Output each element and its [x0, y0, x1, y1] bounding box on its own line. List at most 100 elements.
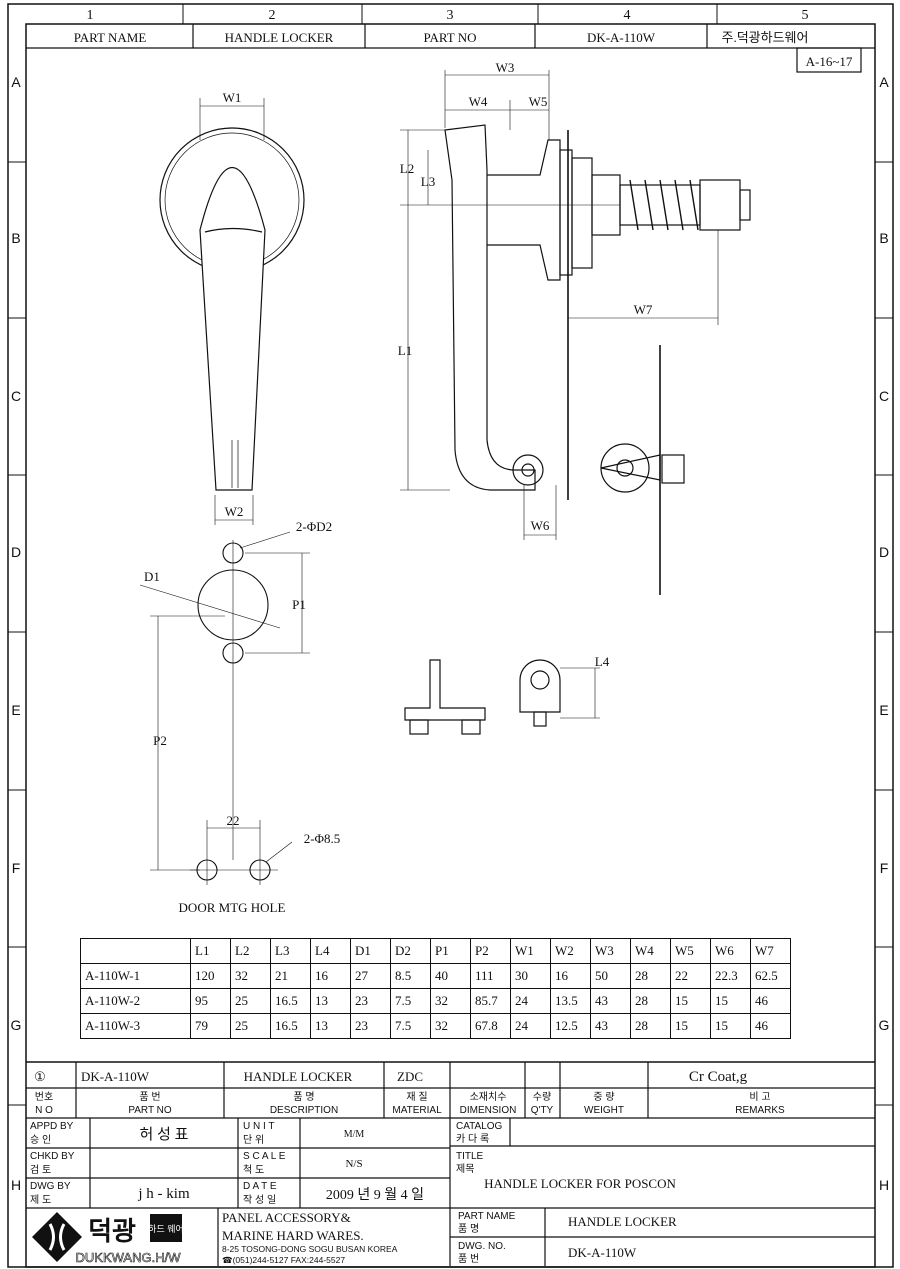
label-qty-en: Q'TY: [531, 1105, 554, 1116]
table-cell: 16: [550, 963, 591, 989]
table-cell: W2: [550, 938, 591, 964]
title-block: [26, 1061, 875, 1266]
table-cell: 28: [630, 963, 671, 989]
table-cell: W4: [630, 938, 671, 964]
label-catalog-en: CATALOG: [456, 1121, 503, 1132]
dim-hole-85: 2-Φ8.5: [304, 831, 341, 846]
label-weight-en: WEIGHT: [584, 1105, 624, 1116]
table-cell: 120: [190, 963, 231, 989]
table-cell: 95: [190, 988, 231, 1014]
col-1: 1: [87, 8, 94, 23]
dim-d1: D1: [144, 569, 160, 584]
label-scale-en: S C A L E: [243, 1151, 286, 1162]
row-d: D: [11, 544, 21, 560]
col-5: 5: [802, 8, 809, 23]
item-description: HANDLE LOCKER: [244, 1069, 353, 1084]
item-material: ZDC: [397, 1069, 423, 1084]
dim-w7: W7: [634, 302, 653, 317]
table-cell: 16.5: [270, 1013, 311, 1039]
table-cell: 12.5: [550, 1013, 591, 1039]
item-remarks: Cr Coat,g: [689, 1069, 748, 1085]
dim-p2: P2: [153, 733, 167, 748]
label-catalog-ko: 카 다 록: [456, 1133, 489, 1145]
row-h-right: H: [879, 1177, 889, 1193]
table-cell: 27: [350, 963, 391, 989]
table-cell: 16.5: [270, 988, 311, 1014]
row-a-right: A: [879, 74, 889, 90]
row-a: A: [11, 74, 21, 90]
table-cell: 85.7: [470, 988, 511, 1014]
table-cell: W3: [590, 938, 631, 964]
inner-frame: [25, 23, 876, 1268]
table-cell: 22: [670, 963, 711, 989]
logo-sub: 하드 웨어: [148, 1223, 184, 1234]
dim-l3: L3: [421, 174, 435, 189]
table-cell: 13: [310, 988, 351, 1014]
row-d-right: D: [879, 544, 889, 560]
label-desc-ko: 품 명: [293, 1091, 314, 1103]
table-cell: W6: [710, 938, 751, 964]
label-mat-ko: 재 질: [406, 1091, 427, 1103]
table-cell: 43: [590, 988, 631, 1014]
table-cell: W5: [670, 938, 711, 964]
date-value: 2009 년 9 월 4 일: [326, 1187, 424, 1203]
row-c-right: C: [879, 388, 889, 404]
dim-w5: W5: [529, 94, 548, 109]
unit-value: M/M: [344, 1129, 365, 1140]
row-label: [80, 938, 191, 964]
label-title-ko: 제목: [456, 1163, 474, 1175]
row-f: F: [12, 860, 21, 876]
part-name-label: PART NAME: [74, 30, 147, 45]
table-cell: 15: [670, 988, 711, 1014]
label-desc-en: DESCRIPTION: [270, 1105, 338, 1116]
table-cell: 21: [270, 963, 311, 989]
table-cell: P2: [470, 938, 511, 964]
company-phone: ☎(051)244-5127 FAX:244-5527: [222, 1255, 345, 1265]
label-remarks-ko: 비 고: [749, 1091, 770, 1103]
dimension-labels: W1 W2 W3 W4 W5 W6 W7 L1 L2 L3 L4 D1 P1 P…: [144, 60, 653, 915]
dim-l1: L1: [398, 343, 412, 358]
table-cell: 43: [590, 1013, 631, 1039]
table-cell: 22.3: [710, 963, 751, 989]
logo-english: DUKKWANG.H/W: [76, 1250, 182, 1265]
label-partno-en: PART NO: [128, 1105, 172, 1116]
table-cell: 46: [750, 988, 791, 1014]
drawn-by: j h - kim: [137, 1186, 190, 1202]
company-info: PANEL ACCESSORY& MARINE HARD WARES. 8-25…: [222, 1210, 398, 1265]
row-b: B: [11, 230, 20, 246]
row-g: G: [11, 1017, 22, 1033]
door-hole-pattern: [139, 531, 310, 885]
row-g-right: G: [879, 1017, 890, 1033]
table-cell: 50: [590, 963, 631, 989]
table-cell: 32: [230, 963, 271, 989]
label-dwgno-ko: 품 번: [458, 1253, 479, 1265]
label-unit-en: U N I T: [243, 1121, 274, 1132]
row-label: A-110W-2: [80, 988, 191, 1014]
table-cell: 15: [710, 1013, 751, 1039]
dim-w2: W2: [225, 504, 244, 519]
table-cell: 23: [350, 988, 391, 1014]
label-mat-en: MATERIAL: [392, 1105, 442, 1116]
label-no-ko: 번호: [35, 1091, 53, 1103]
row-c: C: [11, 388, 21, 404]
table-cell: W1: [510, 938, 551, 964]
label-qty-ko: 수량: [533, 1091, 551, 1103]
table-cell: 28: [630, 988, 671, 1014]
col-3: 3: [447, 8, 454, 23]
table-cell: 32: [430, 988, 471, 1014]
zone-grid: [8, 4, 893, 1106]
table-cell: 15: [710, 988, 751, 1014]
table-cell: 46: [750, 1013, 791, 1039]
label-appd-en: APPD BY: [30, 1121, 74, 1132]
label-scale-ko: 척 도: [243, 1164, 264, 1176]
dim-p1: P1: [292, 597, 306, 612]
table-cell: 25: [230, 988, 271, 1014]
row-e-right: E: [879, 702, 888, 718]
label-appd-ko: 승 인: [30, 1134, 51, 1146]
label-pname-ko: 품 명: [458, 1223, 479, 1235]
table-cell: 30: [510, 963, 551, 989]
table-cell: 8.5: [390, 963, 431, 989]
